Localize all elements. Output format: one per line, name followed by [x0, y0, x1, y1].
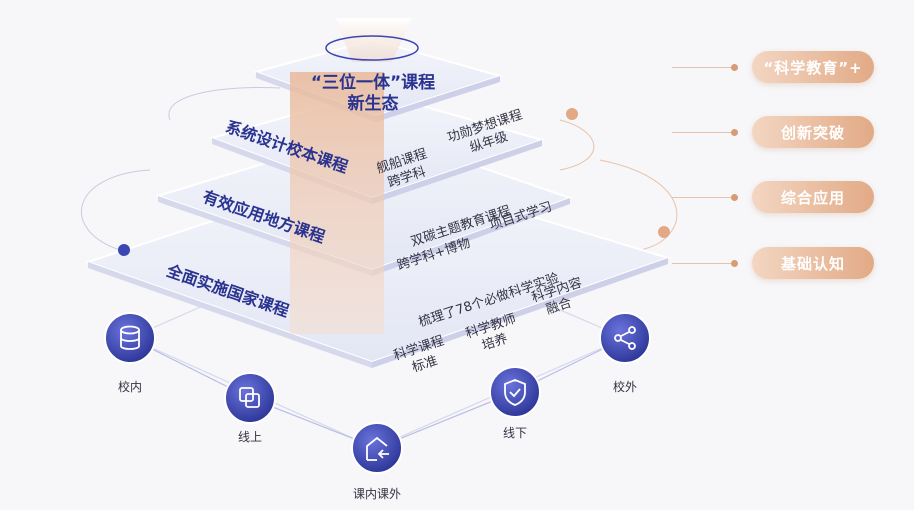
- share-icon: [614, 326, 636, 350]
- tier1-title-line1: “三位一体”课程: [311, 72, 435, 93]
- orbit-lines: [81, 87, 678, 251]
- connector-3: [672, 197, 738, 198]
- beam-ring: [325, 35, 419, 61]
- orbit-dot-orange-2: [658, 226, 670, 238]
- beam-cone: [336, 18, 412, 62]
- database-icon: [120, 325, 140, 350]
- tier4-edge-right: [372, 258, 668, 368]
- node-off-campus-label: 校外: [613, 379, 637, 394]
- node-school: [104, 312, 156, 364]
- node-in-out-class: [351, 422, 403, 474]
- pill-basic-cognition: 基础认知: [752, 247, 874, 279]
- connector-4: [672, 263, 738, 264]
- tier3-edge-right: [372, 198, 570, 276]
- node-school-label: 校内: [118, 379, 142, 394]
- connector-1: [672, 67, 738, 68]
- connector-dot-1: [731, 64, 738, 71]
- shield-check-icon: [504, 379, 526, 406]
- tier2-edge-right: [372, 140, 542, 204]
- light-beam: [290, 72, 384, 334]
- connector-2: [672, 132, 738, 133]
- pill-comprehensive-application: 综合应用: [752, 181, 874, 213]
- pill-innovation-breakthrough: 创新突破: [752, 116, 874, 148]
- copy-icon: [239, 387, 260, 408]
- connector-dot-4: [731, 260, 738, 267]
- node-online-label: 线上: [238, 430, 262, 444]
- connector-dot-3: [731, 194, 738, 201]
- tier1-title-line2: 新生态: [348, 93, 399, 114]
- node-online: [224, 372, 276, 424]
- node-in-out-class-label: 课内课外: [353, 487, 401, 501]
- orbit-dot-blue: [118, 244, 130, 256]
- tier4-edge-left: [88, 262, 372, 368]
- connector-dot-2: [731, 129, 738, 136]
- tier1-edge-right: [376, 76, 500, 122]
- node-off-campus: [599, 312, 651, 364]
- orbit-dot-orange-1: [566, 108, 578, 120]
- pill-science-education-plus: “科学教育”+: [752, 51, 874, 83]
- tier4-item3-line2: 培养: [480, 331, 510, 354]
- node-offline-label: 线下: [503, 426, 527, 440]
- home-return-icon: [366, 436, 389, 461]
- node-offline: [489, 366, 541, 418]
